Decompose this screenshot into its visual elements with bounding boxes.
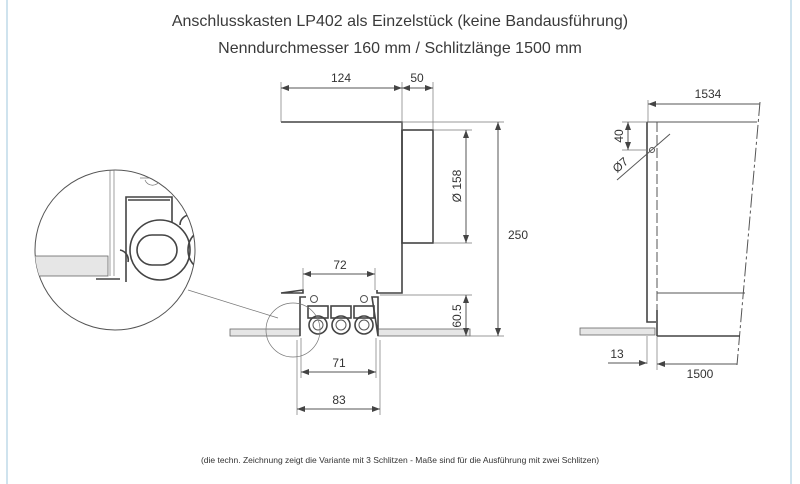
detail-circle [34,169,196,331]
slot-profiles [299,295,379,337]
detail-leader-line [187,289,279,319]
dim-71: 71 [332,356,346,370]
dim-250: 250 [508,228,528,242]
box-spigot [401,129,434,244]
dim-1534: 1534 [695,87,722,101]
side-view: 1534 40 Ø7 13 1500 [579,87,761,381]
front-view: 124 50 Ø 158 250 60.5 72 71 83 [229,71,528,415]
dim-13: 13 [610,347,624,361]
dim-diameter-7: Ø7 [610,154,632,175]
dim-124: 124 [331,71,351,85]
floor-slab-side [579,327,656,336]
floor-slab-left [229,328,301,337]
floor-slab-right [377,328,471,337]
box-body [280,121,403,294]
mounting-hole [649,147,655,153]
footer-note: (die techn. Zeichnung zeigt die Variante… [201,455,599,465]
dim-50: 50 [410,71,424,85]
detail-marker-circle [265,302,321,358]
dim-60-5: 60.5 [450,304,464,328]
dim-40: 40 [612,129,626,143]
dim-1500: 1500 [687,367,714,381]
drawing-frame [6,0,792,484]
dim-72: 72 [333,258,347,272]
detail-magnification [34,169,321,358]
dim-83: 83 [332,393,346,407]
title-line-2: Nenndurchmesser 160 mm / Schlitzlänge 15… [218,40,582,57]
title-line-1: Anschlusskasten LP402 als Einzelstück (k… [172,13,628,30]
dim-diameter-158: Ø 158 [450,169,464,202]
